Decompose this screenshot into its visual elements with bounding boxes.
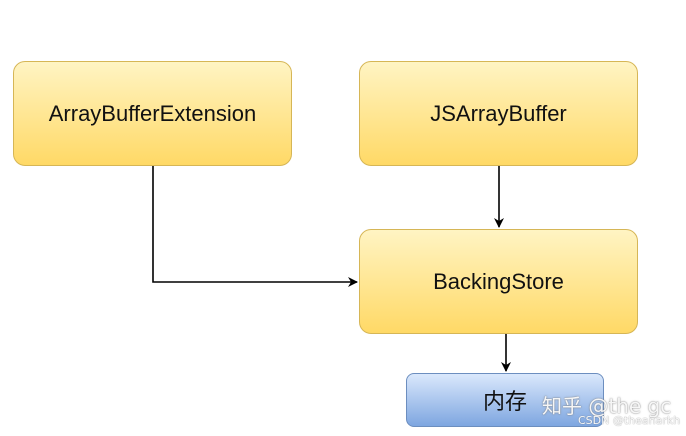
- edge-arraybufferextension-to-backingstore: [152, 166, 358, 287]
- node-js-array-buffer: JSArrayBuffer: [359, 61, 638, 166]
- node-label: JSArrayBuffer: [430, 100, 567, 126]
- node-label: ArrayBufferExtension: [48, 100, 257, 126]
- zhihu-watermark: 知乎 @the gc: [542, 394, 672, 418]
- node-label: BackingStore: [433, 268, 564, 294]
- node-backing-store: BackingStore: [359, 229, 638, 334]
- node-memory: 内存: [406, 373, 604, 427]
- node-array-buffer-extension: ArrayBufferExtension: [13, 61, 292, 166]
- csdn-watermark: CSDN @theanarkh: [578, 414, 681, 427]
- node-label: 内存: [483, 390, 528, 415]
